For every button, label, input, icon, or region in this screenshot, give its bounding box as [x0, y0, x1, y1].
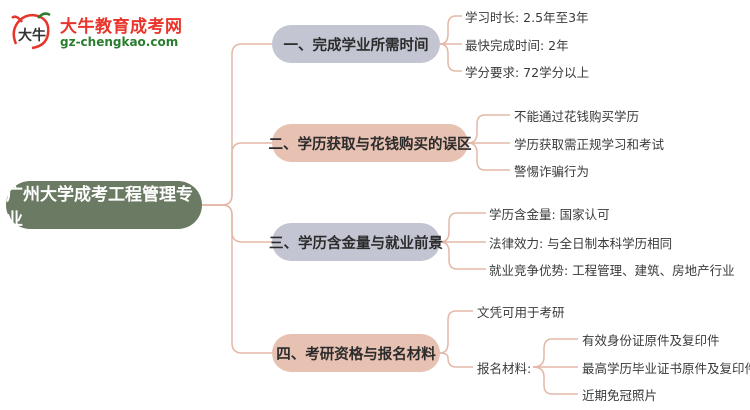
link-root-b2: [202, 142, 272, 206]
leaf-application-materials: 报名材料:: [477, 361, 532, 376]
site-logo[interactable]: 大牛 大牛教育成考网 gz-chengkao.com: [8, 8, 182, 54]
logo-url[interactable]: gz-chengkao.com: [60, 35, 179, 49]
logo-mark-text: 大牛: [18, 27, 46, 44]
link-b3-l3: [439, 241, 486, 270]
link-b1-l1: [439, 15, 462, 45]
link-sub-l3: [532, 366, 578, 395]
root-node: 广州大学成考工程管理专业: [6, 181, 202, 230]
branch-degree-value-employment: 三、学历含金量与就业前景: [269, 223, 443, 261]
link-root-b4: [202, 204, 272, 354]
leaf-credit-requirement: 学分要求: 72学分以上: [465, 65, 590, 80]
link-b4-l1: [439, 310, 473, 354]
link-root-b1: [202, 43, 272, 206]
link-b4-l2: [439, 352, 473, 368]
subleaf-photo: 近期免冠照片: [582, 388, 658, 403]
bull-logo-icon: 大牛: [11, 12, 51, 50]
link-root-b3: [202, 204, 272, 243]
link-b3-l1: [439, 212, 486, 243]
leaf-cannot-buy-degree: 不能通过花钱购买学历: [514, 109, 640, 124]
leaf-formal-study-required: 学历获取需正规学习和考试: [514, 137, 665, 152]
leaf-employment-advantage: 就业竞争优势: 工程管理、建筑、房地产行业: [489, 263, 735, 278]
link-sub-l1: [532, 338, 578, 368]
leaf-beware-fraud: 警惕诈骗行为: [514, 164, 590, 179]
link-b2-l1: [467, 114, 510, 144]
leaf-postgrad-usable: 文凭可用于考研: [477, 305, 565, 320]
leaf-degree-value: 学历含金量: 国家认可: [489, 207, 610, 222]
logo-name: 大牛教育成考网: [60, 17, 183, 37]
link-b1-l3: [439, 43, 462, 72]
link-b2-l3: [467, 142, 510, 171]
branch-degree-purchase-misconception: 二、学历获取与花钱购买的误区: [269, 124, 472, 162]
leaf-study-length: 学习时长: 2.5年至3年: [465, 10, 589, 25]
leaf-fastest-completion: 最快完成时间: 2年: [465, 38, 569, 53]
leaf-legal-effect: 法律效力: 与全日制本科学历相同: [489, 236, 673, 251]
branch-postgrad-eligibility: 四、考研资格与报名材料: [272, 334, 440, 372]
subleaf-id-card: 有效身份证原件及复印件: [582, 333, 720, 348]
subleaf-diploma: 最高学历毕业证书原件及复印件: [582, 361, 750, 376]
branch-study-duration: 一、完成学业所需时间: [272, 25, 440, 63]
